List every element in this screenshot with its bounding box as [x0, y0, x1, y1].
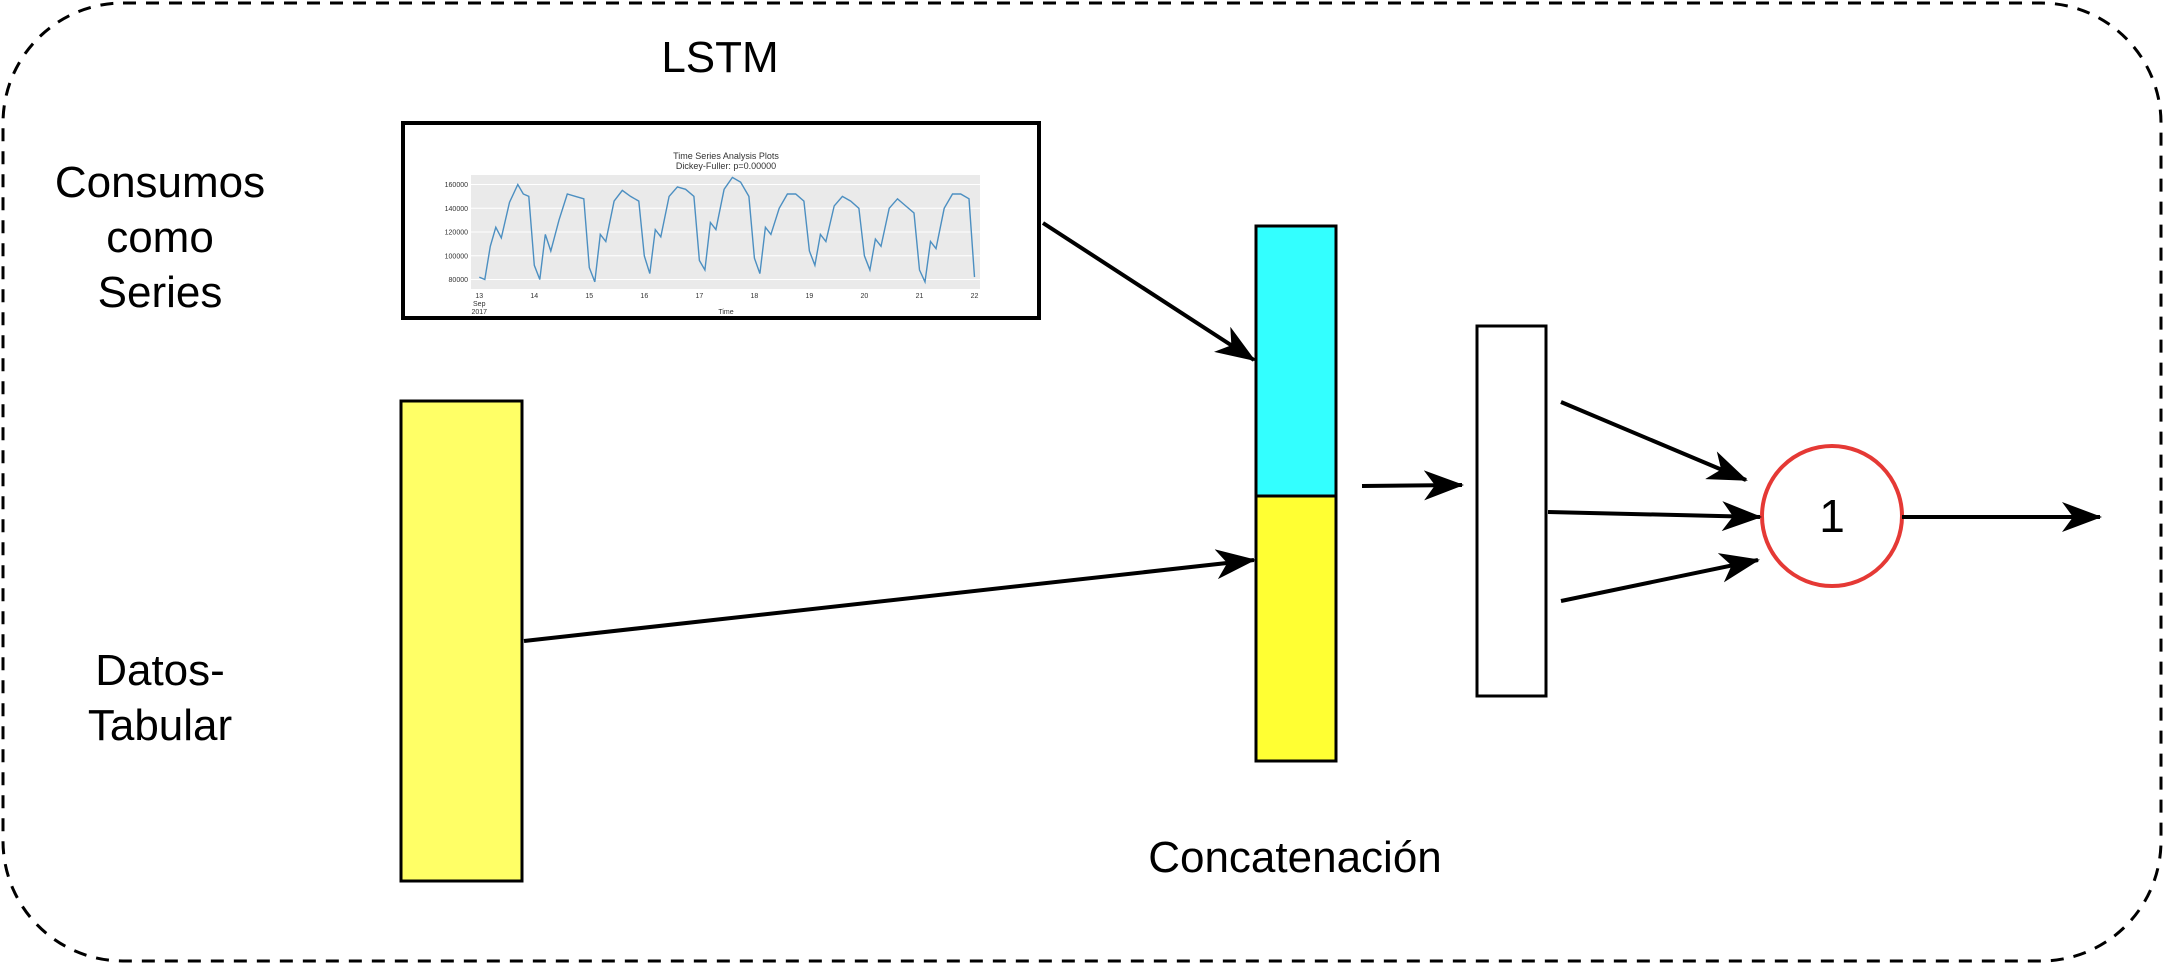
x-tick-label: 16 [640, 293, 648, 300]
dense-layer-block [1475, 324, 1548, 698]
chart-subtitle: Dickey-Fuller: p=0.00000 [676, 161, 776, 171]
time-series-plot: Time Series Analysis Plots Dickey-Fuller… [445, 151, 980, 316]
neuron-label: 1 [1819, 490, 1845, 542]
concat-tabular-block [1254, 494, 1338, 763]
x-tick-label: 14 [530, 293, 538, 300]
series-line [479, 176, 976, 285]
x-axis-label: Time [718, 309, 733, 316]
arrow-series-to-concat [1041, 221, 1256, 362]
series-label-line1: Consumos [54, 158, 266, 207]
arrow-dense-to-neuron-1 [1560, 400, 1748, 482]
x-tick-label: 17 [695, 293, 703, 300]
x-tick-label: 22 [971, 293, 979, 300]
concat-label: Concatenación [1148, 833, 1442, 882]
concat-series-block [1254, 224, 1338, 498]
arrow-concat-to-dense [1361, 470, 1464, 501]
time-series-plot-frame: Time Series Analysis Plots Dickey-Fuller… [401, 121, 1041, 320]
chart-title: Time Series Analysis Plots [673, 151, 779, 161]
arrow-dense-to-neuron-3 [1560, 553, 1760, 603]
tabular-label-line1: Datos- [95, 646, 225, 695]
y-tick-label: 80000 [449, 277, 469, 284]
x-tick-label: 19 [806, 293, 814, 300]
y-tick-label: 160000 [445, 182, 468, 189]
arrow-tabular-to-concat [523, 549, 1256, 643]
x-tick-label: 18 [750, 293, 758, 300]
x-tick-label: 21 [916, 293, 924, 300]
tabular-input-block [399, 399, 524, 883]
series-input-label: Consumos como Series [20, 155, 300, 320]
arrow-dense-to-neuron-2 [1547, 501, 1762, 532]
series-label-line2: como [106, 213, 214, 262]
x-tick-label: 15 [585, 293, 593, 300]
tabular-label-line2: Tabular [87, 701, 233, 750]
series-label-line3: Series [97, 268, 223, 317]
y-axis-ticks: 80000 100000 120000 140000 160000 [445, 182, 468, 284]
y-tick-label: 100000 [445, 253, 468, 260]
y-tick-label: 120000 [445, 230, 468, 237]
lstm-label: LSTM [661, 33, 779, 82]
tabular-input-label: Datos- Tabular [20, 643, 300, 753]
x-tick-label: 20 [861, 293, 869, 300]
y-tick-label: 140000 [445, 206, 468, 213]
